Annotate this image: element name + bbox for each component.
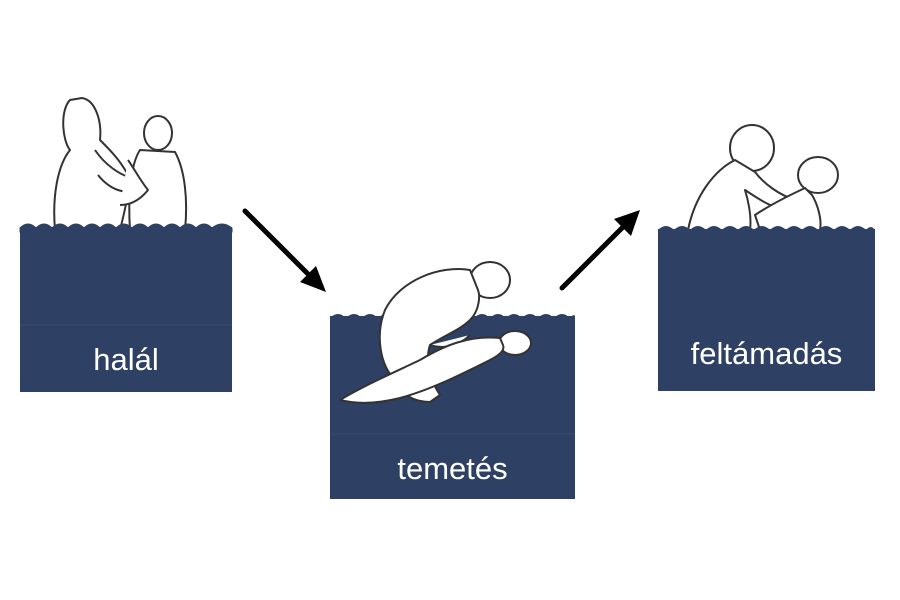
candidate-figure-immersed bbox=[339, 330, 532, 404]
arrow-down-right-icon bbox=[242, 208, 326, 292]
waves-resurrection bbox=[658, 226, 875, 234]
stage-burial bbox=[330, 261, 575, 499]
stage-death bbox=[19, 97, 233, 392]
baptizer-figure-lifting bbox=[687, 124, 796, 231]
arrow-up-right-icon bbox=[559, 210, 640, 291]
candidate-figure-standing bbox=[119, 115, 188, 231]
stage-label-resurrection: feltámadás bbox=[690, 336, 843, 371]
waves-death bbox=[19, 223, 233, 233]
stage-resurrection bbox=[658, 124, 875, 391]
candidate-figure-rising bbox=[754, 156, 839, 231]
water-block-resurrection bbox=[658, 229, 875, 391]
water-block-death bbox=[20, 227, 232, 392]
baptizer-figure-standing bbox=[53, 97, 141, 231]
stage-label-death: halál bbox=[93, 342, 159, 377]
stage-label-burial: temetés bbox=[397, 451, 508, 486]
